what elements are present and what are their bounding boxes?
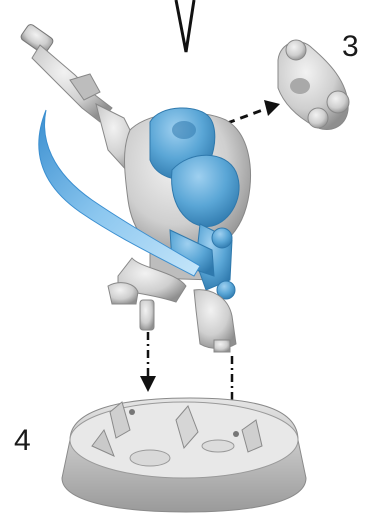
step-number-3: 3 <box>342 32 359 62</box>
base-part <box>62 398 306 512</box>
incoming-pointer <box>176 0 194 52</box>
pistol-arm-part <box>20 23 140 172</box>
head-part <box>278 40 349 129</box>
step-number-4: 4 <box>14 426 31 456</box>
left-foot-arrow <box>140 332 156 392</box>
